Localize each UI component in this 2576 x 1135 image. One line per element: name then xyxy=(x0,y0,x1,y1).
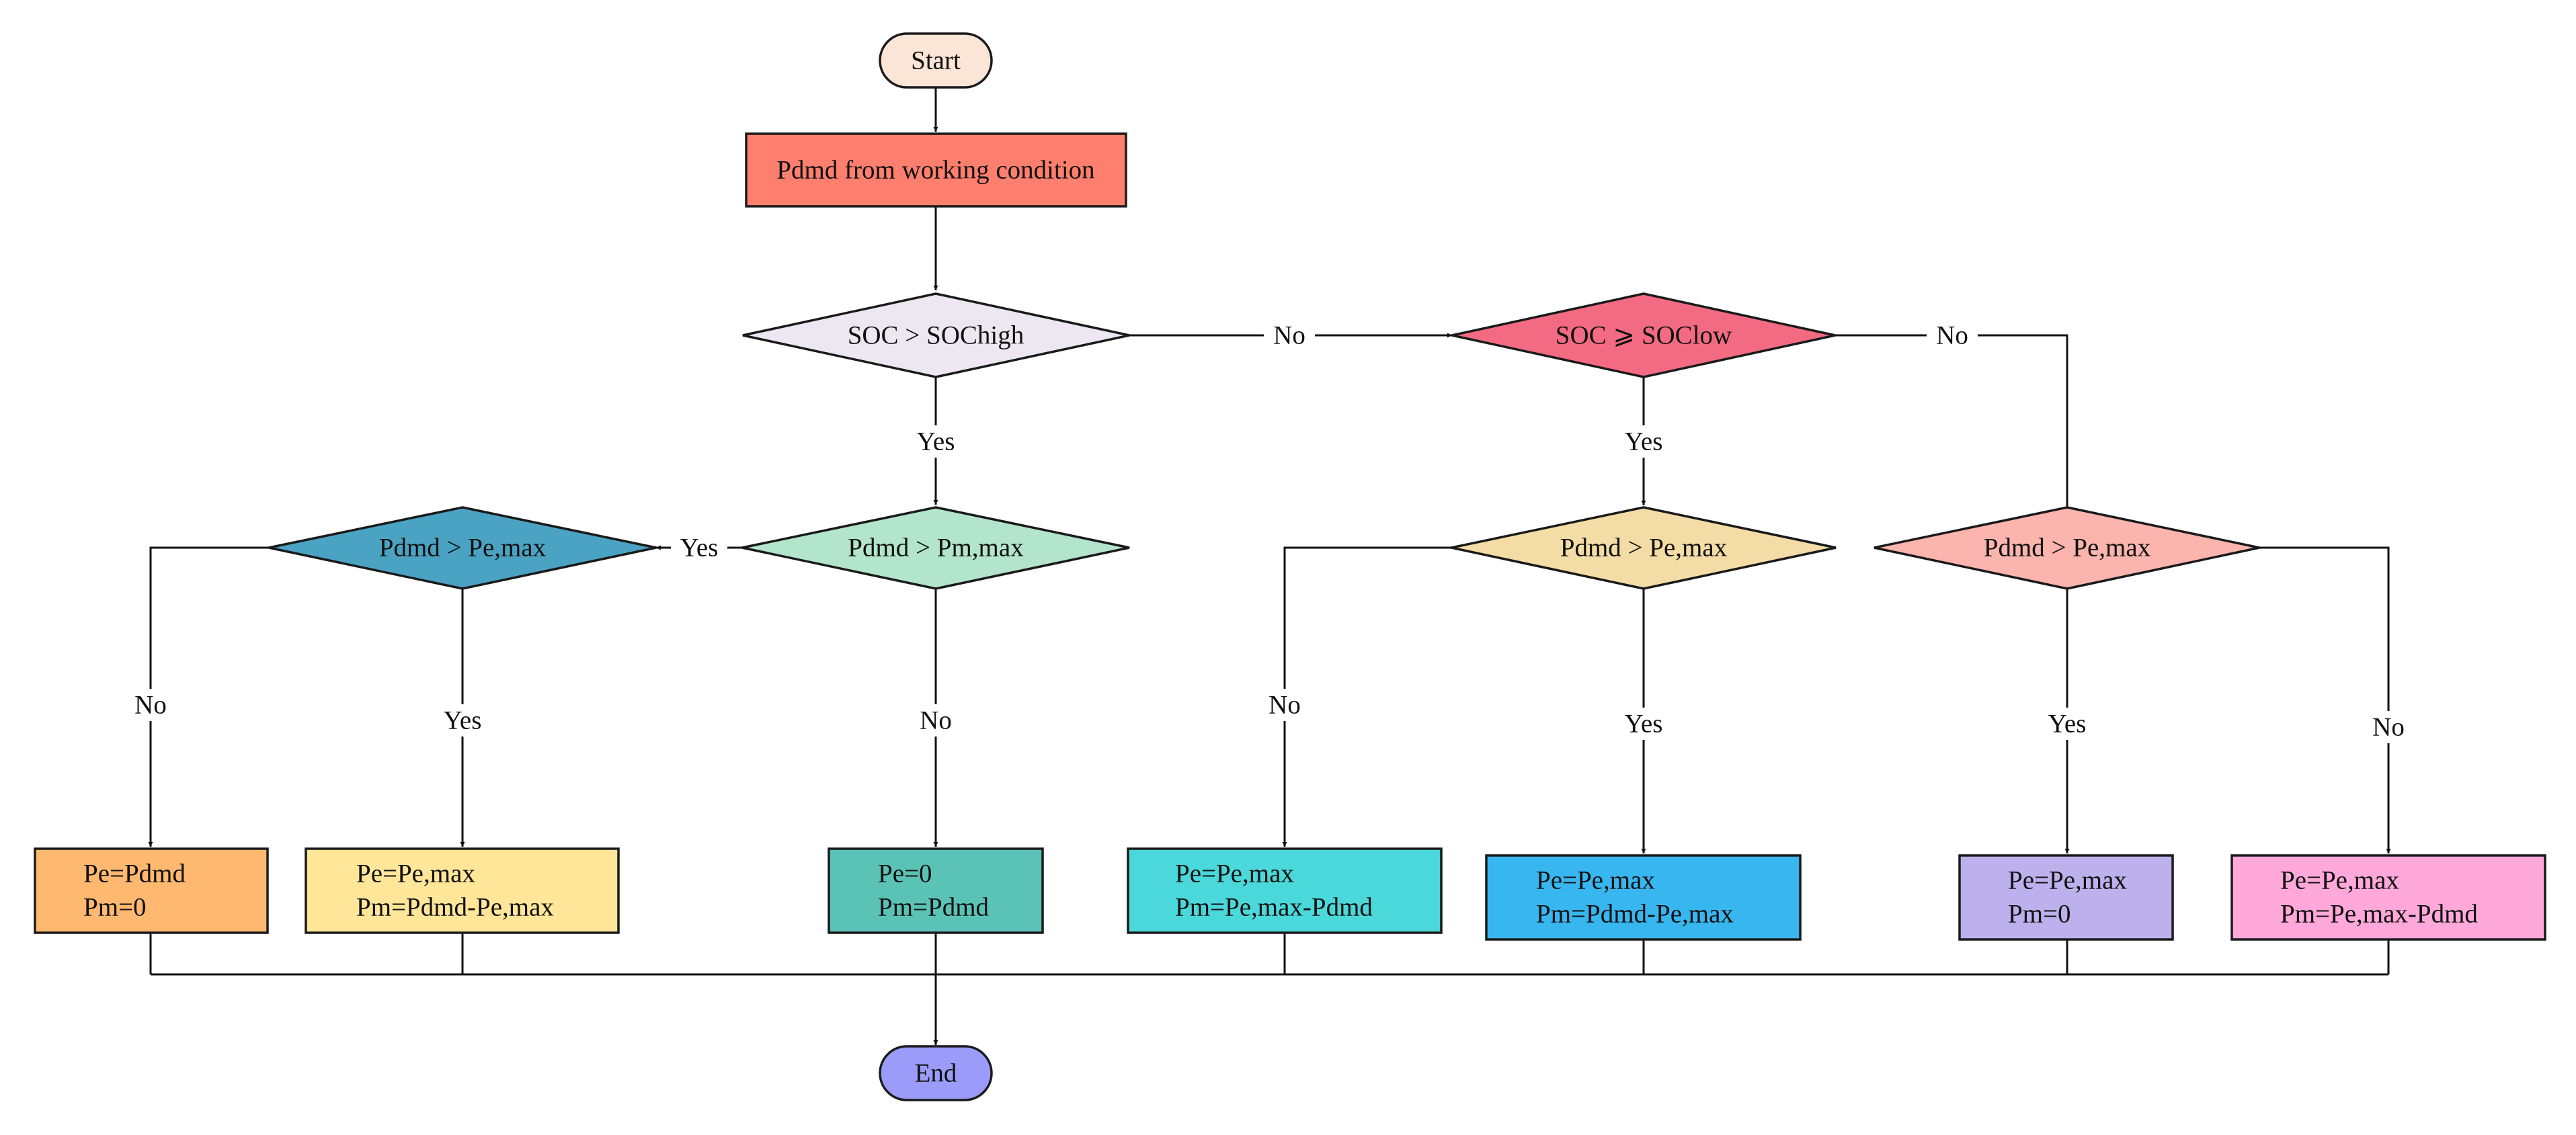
output-box-7-line1: Pe=Pe,max xyxy=(2280,866,2399,895)
output-box-1: Pe=Pdmd Pm=0 xyxy=(34,847,269,934)
output-box-6-line2: Pm=0 xyxy=(2008,900,2071,929)
decision-pe-max-a: Pdmd > Pe,max xyxy=(268,506,657,590)
start-label: Start xyxy=(911,46,961,75)
decision-pe-max-b-label: Pdmd > Pe,max xyxy=(1560,534,1728,562)
edge-labels: No Yes Yes No Yes No No Yes No Yes Yes N… xyxy=(125,319,2414,743)
edge-label-soc-high-yes: Yes xyxy=(917,427,955,456)
decision-pe-max-c: Pdmd > Pe,max xyxy=(1874,506,2260,590)
output-box-7-line2: Pm=Pe,max-Pdmd xyxy=(2280,900,2478,929)
output-box-4: Pe=Pe,max Pm=Pe,max-Pdmd xyxy=(1127,847,1443,934)
decision-pe-max-b: Pdmd > Pe,max xyxy=(1451,506,1837,590)
output-box-3-line1: Pe=0 xyxy=(878,859,932,888)
edge-label-soc-low-yes: Yes xyxy=(1625,427,1663,456)
demand-label: Pdmd from working condition xyxy=(776,156,1094,185)
edge-soc-low-to-pe-max-c xyxy=(1835,334,2070,521)
edge-label-pe-max-a-yes: Yes xyxy=(444,706,482,735)
output-box-2: Pe=Pe,max Pm=Pdmd-Pe,max xyxy=(305,847,620,934)
decision-soc-high-label: SOC > SOChigh xyxy=(848,321,1024,350)
edge-label-pe-max-c-yes: Yes xyxy=(2048,710,2087,739)
decision-soc-low: SOC ⩾ SOClow xyxy=(1451,292,1836,378)
decision-pm-max: Pdmd > Pm,max xyxy=(741,506,1130,590)
output-box-6: Pe=Pe,max Pm=0 xyxy=(1958,854,2174,941)
output-box-4-line2: Pm=Pe,max-Pdmd xyxy=(1175,893,1373,922)
output-box-1-line2: Pm=0 xyxy=(83,893,147,922)
output-box-5: Pe=Pe,max Pm=Pdmd-Pe,max xyxy=(1485,854,1802,941)
edge-label-pe-max-b-no: No xyxy=(1269,691,1301,720)
edge-label-pm-max-yes: Yes xyxy=(680,534,719,562)
edge-label-pm-max-no: No xyxy=(920,706,952,735)
output-box-3-line2: Pm=Pdmd xyxy=(878,893,990,922)
start-terminal: Start xyxy=(879,32,993,89)
output-box-1-line1: Pe=Pdmd xyxy=(83,859,186,888)
end-label: End xyxy=(915,1059,957,1088)
edge-label-soc-low-no: No xyxy=(1936,321,1968,350)
decision-pm-max-label: Pdmd > Pm,max xyxy=(848,534,1024,562)
decision-soc-low-label: SOC ⩾ SOClow xyxy=(1556,321,1732,350)
edge-label-pe-max-b-yes: Yes xyxy=(1625,710,1663,739)
decision-soc-high: SOC > SOChigh xyxy=(742,292,1130,378)
output-box-2-line2: Pm=Pdmd-Pe,max xyxy=(356,893,554,922)
decision-pe-max-a-label: Pdmd > Pe,max xyxy=(379,534,547,562)
demand-process-box: Pdmd from working condition xyxy=(745,132,1127,208)
end-terminal: End xyxy=(879,1045,993,1101)
output-box-3: Pe=0 Pm=Pdmd xyxy=(828,847,1044,934)
edge-pe-max-b-to-out4 xyxy=(1282,546,1451,847)
output-box-5-line1: Pe=Pe,max xyxy=(1536,866,1655,895)
edge-pe-max-a-to-out1 xyxy=(148,546,269,847)
edge-pe-max-c-to-out7 xyxy=(2259,546,2391,853)
output-box-5-line2: Pm=Pdmd-Pe,max xyxy=(1536,900,1734,929)
output-box-6-line1: Pe=Pe,max xyxy=(2008,866,2127,895)
edge-label-pe-max-a-no: No xyxy=(134,691,167,720)
edge-label-soc-high-no: No xyxy=(1273,321,1305,350)
edge-label-pe-max-c-no: No xyxy=(2372,713,2405,742)
decision-pe-max-c-label: Pdmd > Pe,max xyxy=(1984,534,2151,562)
output-box-4-line1: Pe=Pe,max xyxy=(1175,859,1294,888)
output-box-7: Pe=Pe,max Pm=Pe,max-Pdmd xyxy=(2230,854,2546,941)
output-box-2-line1: Pe=Pe,max xyxy=(356,859,475,888)
